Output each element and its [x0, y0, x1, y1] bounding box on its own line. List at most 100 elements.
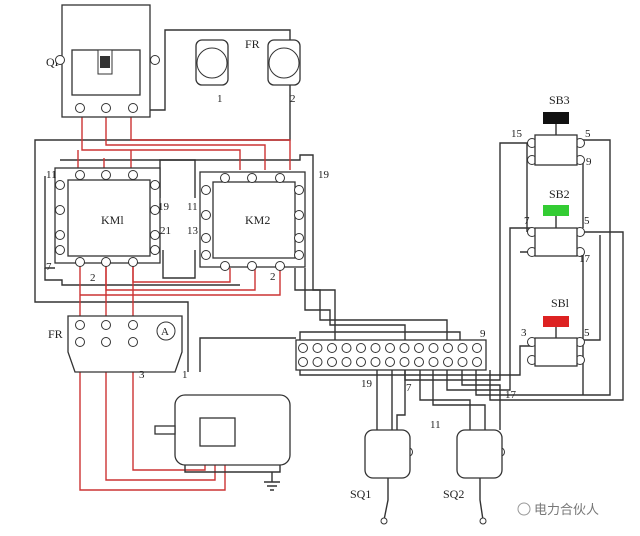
sb2-terminal-17: 17 — [579, 253, 591, 265]
strip-label-7: 7 — [406, 382, 412, 394]
sb1-label: SBl — [551, 296, 570, 310]
km1-aux-terminal — [55, 55, 65, 65]
strip-terminal — [370, 357, 381, 367]
contactor-main-terminal — [75, 170, 85, 180]
sb2-terminal-5: 5 — [584, 215, 590, 227]
strip-terminal — [312, 343, 323, 353]
sq1-limit-switch: SQ1 — [350, 429, 411, 525]
strip-terminal — [443, 343, 453, 353]
strip-terminal — [414, 357, 424, 367]
sq2-label: SQ2 — [443, 487, 464, 501]
ground-icon — [264, 472, 280, 491]
km1-aux-terminal — [55, 230, 65, 240]
km2-aux-terminal — [201, 185, 211, 195]
km2-aux-terminal — [294, 233, 304, 243]
sb3-button[interactable]: SB3 15 5 9 — [511, 93, 592, 168]
sq2-limit-switch: SQ2 — [443, 429, 503, 525]
watermark-text: 电力合伙人 — [534, 503, 599, 518]
strip-terminal — [472, 343, 482, 353]
contactor-main-terminal — [247, 173, 257, 183]
fr-top-terminal-2: 2 — [290, 93, 296, 105]
strip-terminal — [312, 357, 323, 367]
km1-terminal-19: 19 — [158, 201, 170, 213]
strip-terminal — [428, 357, 439, 367]
sb3-terminal-9: 9 — [586, 156, 592, 168]
sb2-label: SB2 — [549, 187, 570, 201]
fr-terminal — [101, 320, 111, 330]
strip-terminal — [341, 343, 352, 353]
contactor-main-terminal — [220, 173, 230, 183]
fr-top-label: FR — [245, 37, 260, 51]
strip-terminal — [356, 357, 366, 367]
km1-aux-terminal — [150, 205, 160, 215]
contactor-main-terminal — [128, 257, 138, 267]
contactor-main-terminal — [101, 170, 111, 180]
strip-terminal — [385, 357, 395, 367]
strip-terminal — [399, 343, 410, 353]
km2-label: KM2 — [245, 213, 270, 227]
sb1-terminal-3: 3 — [521, 327, 527, 339]
strip-terminal — [457, 357, 468, 367]
strip-terminal — [428, 343, 439, 353]
sb1-terminal-5: 5 — [584, 327, 590, 339]
contactor-main-terminal — [101, 257, 111, 267]
km2-terminal-2: 2 — [270, 271, 276, 283]
fr-terminal — [75, 337, 85, 347]
strip-label-9: 9 — [480, 328, 486, 340]
fr-top-terminal-1: 1 — [217, 93, 223, 105]
contactor-main-terminal — [128, 170, 138, 180]
km2-aux-terminal — [201, 233, 211, 243]
strip-terminal — [356, 343, 366, 353]
qf-breaker: QF — [46, 4, 151, 118]
km1-contactor: KMl 11 7 19 21 2 — [46, 167, 171, 284]
strip-label-11: 11 — [430, 419, 441, 431]
sb2-button[interactable]: SB2 7 5 17 — [524, 187, 591, 265]
contactor-main-terminal — [247, 261, 257, 271]
fr-terminal — [128, 320, 138, 330]
km2-aux-terminal — [294, 250, 304, 260]
contactor-main-terminal — [220, 261, 230, 271]
fr-terminal-1: 1 — [182, 369, 188, 381]
strip-terminal — [443, 357, 453, 367]
qf-terminal — [128, 103, 138, 113]
fr-terminal — [75, 320, 85, 330]
fr-terminal-3: 3 — [139, 369, 145, 381]
sb3-label: SB3 — [549, 93, 570, 107]
km1-aux-terminal — [55, 180, 65, 190]
fr-block-label: FR — [48, 327, 63, 341]
wire-label-19: 19 — [318, 169, 330, 181]
qf-terminal — [75, 103, 85, 113]
km1-aux-terminal — [150, 245, 160, 255]
strip-terminal — [457, 343, 468, 353]
sb2-terminal-7: 7 — [524, 215, 530, 227]
km2-aux-terminal — [294, 210, 304, 220]
power-wires — [77, 108, 291, 491]
strip-terminal — [385, 343, 395, 353]
strip-label-19: 19 — [361, 378, 373, 390]
contactor-main-terminal — [275, 261, 285, 271]
fr-terminal — [101, 337, 111, 347]
km1-terminal-7: 7 — [46, 261, 52, 273]
strip-terminal — [341, 357, 352, 367]
watermark: 电力合伙人 — [517, 502, 599, 518]
km2-aux-terminal — [201, 250, 211, 260]
motor — [154, 394, 291, 473]
km1-aux-terminal — [150, 180, 160, 190]
sb3-terminal-5: 5 — [585, 128, 591, 140]
fr-thermal-heads: FR 1 2 — [195, 37, 301, 105]
ammeter-label: A — [161, 326, 169, 338]
contactor-main-terminal — [275, 173, 285, 183]
km2-aux-terminal — [201, 210, 211, 220]
sb1-button[interactable]: SBl 3 5 — [521, 296, 590, 367]
km2-terminal-13: 13 — [187, 225, 199, 237]
sq1-label: SQ1 — [350, 487, 371, 501]
km1-aux-terminal — [150, 55, 160, 65]
km1-terminal-2: 2 — [90, 272, 96, 284]
fr-terminal — [128, 337, 138, 347]
strip-terminal — [298, 343, 308, 353]
sb3-terminal-15: 15 — [511, 128, 523, 140]
strip-terminal — [399, 357, 410, 367]
fr-overload-relay: A FR 3 1 — [48, 315, 188, 381]
